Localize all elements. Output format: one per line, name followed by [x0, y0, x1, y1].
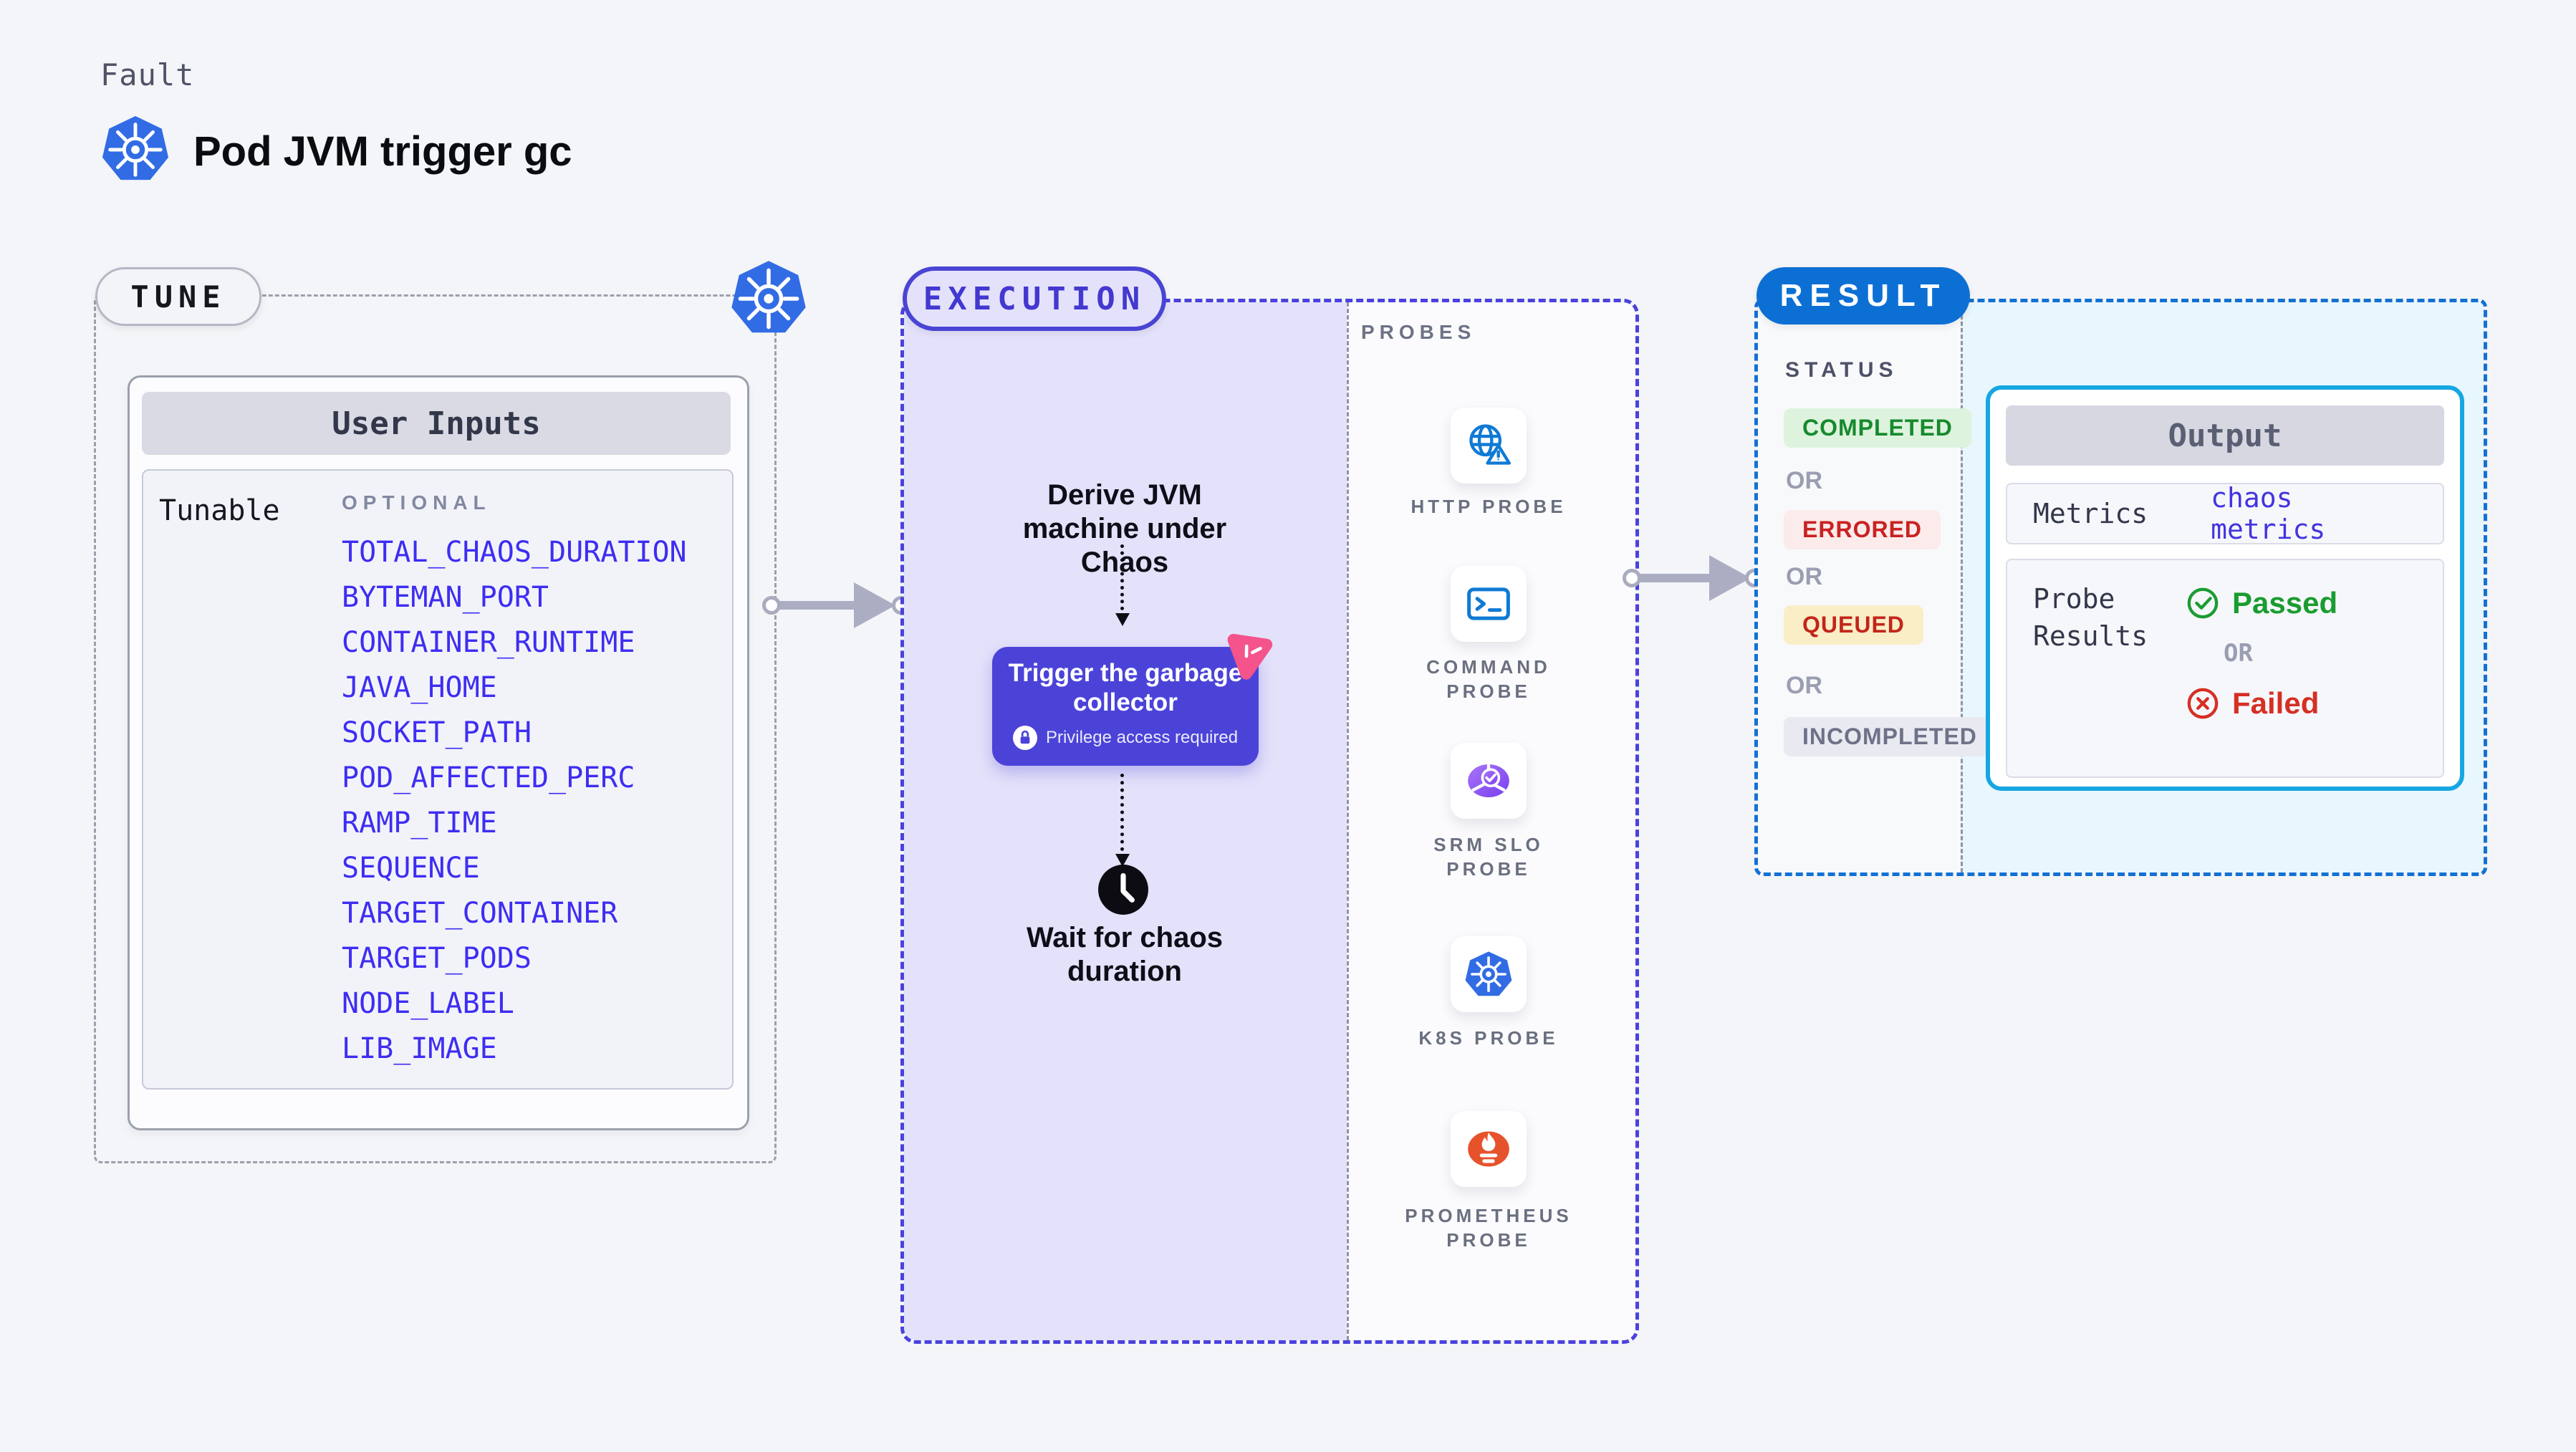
check-circle-icon — [2187, 587, 2219, 619]
arrowhead-icon — [1709, 555, 1751, 601]
passed-row: Passed — [2186, 586, 2337, 620]
param-link[interactable]: BYTEMAN_PORT — [342, 581, 549, 614]
kubernetes-icon — [100, 115, 170, 189]
result-section-pill: RESULT — [1756, 267, 1970, 324]
failed-row: Failed — [2186, 686, 2337, 721]
arrowhead-icon — [1115, 613, 1130, 626]
param-link[interactable]: SOCKET_PATH — [342, 716, 532, 749]
command-probe-card — [1451, 566, 1527, 642]
user-inputs-list-panel — [142, 469, 734, 1090]
user-inputs-header: User Inputs — [142, 392, 731, 455]
arrowhead-icon — [1115, 854, 1130, 867]
arrowhead-icon — [854, 582, 895, 628]
kubernetes-icon — [1465, 951, 1512, 996]
k8s-probe-card — [1451, 936, 1527, 1012]
param-link[interactable]: NODE_LABEL — [342, 987, 514, 1020]
param-link[interactable]: TARGET_CONTAINER — [342, 897, 618, 930]
param-link[interactable]: RAMP_TIME — [342, 807, 497, 840]
execution-flow-panel — [904, 302, 1347, 1340]
metrics-label: Metrics — [2033, 498, 2148, 529]
connector-dot — [1623, 569, 1641, 587]
probe-label: SRM SLO PROBE — [1433, 834, 1544, 880]
trigger-garbage-collector-button[interactable]: Trigger the garbage collector Privilege … — [992, 647, 1259, 766]
slo-pie-check-icon — [1468, 762, 1509, 798]
status-badge-queued: QUEUED — [1784, 605, 1923, 645]
tunable-param-list: TOTAL_CHAOS_DURATION BYTEMAN_PORT CONTAI… — [342, 536, 687, 1077]
x-circle-icon — [2187, 688, 2219, 719]
probe-label: PROMETHEUS PROBE — [1405, 1205, 1572, 1251]
clock-icon — [1097, 863, 1150, 916]
srm-slo-probe-card — [1451, 743, 1527, 819]
probes-column-label: PROBES — [1361, 321, 1476, 343]
param-link[interactable]: POD_AFFECTED_PERC — [342, 761, 635, 794]
tunable-row-label: Tunable — [159, 494, 280, 527]
param-link[interactable]: TOTAL_CHAOS_DURATION — [342, 536, 687, 569]
param-link[interactable]: JAVA_HOME — [342, 671, 497, 704]
probe-label: HTTP PROBE — [1410, 496, 1567, 517]
status-label: STATUS — [1785, 358, 1898, 382]
probe-label: K8S PROBE — [1418, 1027, 1559, 1049]
output-card: Output Metrics chaos metrics Probe Resul… — [1986, 385, 2464, 791]
param-link[interactable]: TARGET_PODS — [342, 942, 532, 975]
probe-label: COMMAND PROBE — [1426, 656, 1551, 702]
fault-kicker: Fault — [100, 57, 195, 92]
metrics-value: chaos metrics — [2211, 482, 2326, 545]
privilege-note: Privilege access required — [1045, 728, 1239, 747]
param-link[interactable]: SEQUENCE — [342, 852, 480, 885]
probe-results-row: Probe Results Passed OR Failed — [2006, 559, 2444, 778]
litmus-chaos-icon — [1215, 620, 1281, 686]
param-link[interactable]: CONTAINER_RUNTIME — [342, 626, 635, 659]
or-separator: OR — [1786, 672, 1822, 699]
or-separator: OR — [1786, 467, 1822, 494]
optional-group-label: OPTIONAL — [342, 491, 491, 514]
prometheus-flame-icon — [1468, 1131, 1509, 1167]
http-probe-card — [1451, 408, 1527, 484]
param-link[interactable]: LIB_IMAGE — [342, 1032, 497, 1065]
probe-results-label: Probe Results — [2033, 583, 2148, 652]
execution-section-pill: EXECUTION — [903, 266, 1166, 331]
lock-icon — [1012, 726, 1037, 750]
metrics-row: Metrics chaos metrics — [2006, 482, 2444, 545]
page-title: Pod JVM trigger gc — [193, 128, 572, 175]
wait-step-label: Wait for chaos duration — [1026, 922, 1224, 987]
terminal-icon — [1467, 587, 1510, 620]
tune-section-border — [94, 294, 777, 1163]
globe-alert-icon — [1469, 424, 1511, 465]
probe-results-values: Passed OR Failed — [2186, 586, 2337, 721]
or-separator: OR — [1786, 563, 1822, 590]
status-badge-completed: COMPLETED — [1784, 408, 1971, 448]
dotted-connector — [1120, 774, 1124, 851]
dotted-connector — [1120, 544, 1124, 610]
arrow-execution-to-result — [1632, 574, 1711, 582]
trigger-button-label: Trigger the garbage collector — [1008, 659, 1243, 716]
passed-label: Passed — [2232, 586, 2338, 620]
connector-dot — [762, 596, 781, 615]
failed-label: Failed — [2232, 686, 2320, 720]
or-separator: OR — [2224, 639, 2253, 668]
tune-section-pill: TUNE — [95, 267, 261, 326]
prometheus-probe-card — [1451, 1111, 1527, 1187]
derive-step-label: Derive JVM machine under Chaos — [1022, 479, 1227, 578]
status-badge-errored: ERRORED — [1784, 510, 1941, 549]
output-card-header: Output — [2006, 405, 2444, 466]
status-column — [1758, 302, 1961, 872]
execution-section-border — [900, 299, 1639, 1344]
kubernetes-icon — [729, 259, 808, 341]
arrow-tune-to-execution — [772, 601, 856, 610]
status-badge-incompleted: INCOMPLETED — [1784, 717, 1996, 756]
